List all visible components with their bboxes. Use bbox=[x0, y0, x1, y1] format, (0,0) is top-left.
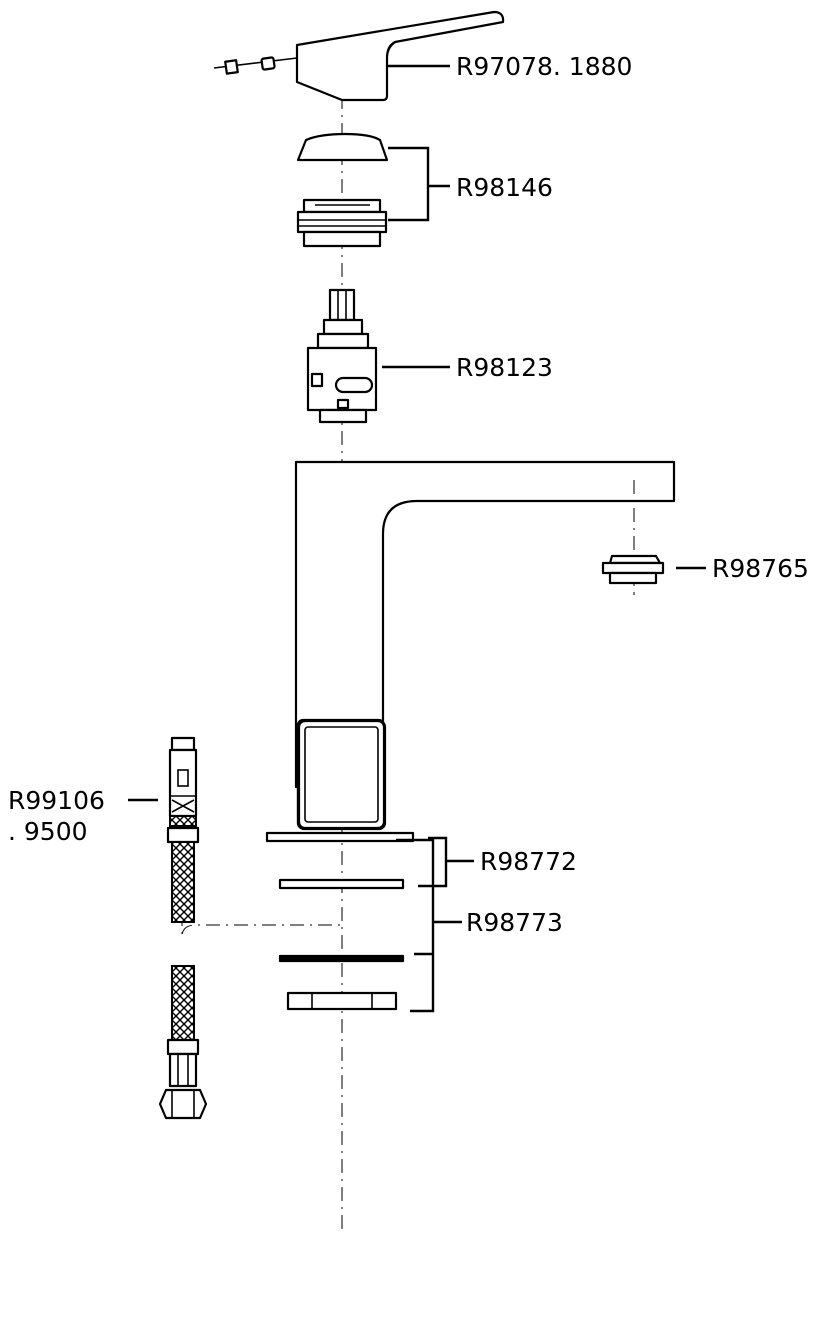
handle-part bbox=[213, 10, 505, 102]
label-handle: R97078. 1880 bbox=[456, 52, 632, 81]
supply-hose-part bbox=[181, 744, 342, 938]
leader-mounting-kit bbox=[396, 838, 462, 1013]
label-aerator: R98765 bbox=[712, 554, 809, 583]
label-hose-line2: . 9500 bbox=[8, 817, 88, 846]
cartridge-cover-part bbox=[296, 132, 389, 248]
label-cartridge: R98123 bbox=[456, 353, 553, 382]
label-cartridge-cover: R98146 bbox=[456, 173, 553, 202]
label-mounting-kit: R98773 bbox=[466, 908, 563, 937]
leader-lines bbox=[128, 64, 706, 1013]
hose-fitting-top bbox=[166, 736, 200, 923]
sleeve-inner bbox=[304, 726, 379, 823]
lock-nut bbox=[286, 991, 398, 1011]
sleeve-shown bbox=[297, 719, 386, 830]
washer bbox=[278, 954, 405, 963]
leader-cartridge-cover bbox=[388, 146, 450, 222]
cartridge-part bbox=[306, 288, 378, 424]
label-gaskets: R98772 bbox=[480, 847, 577, 876]
gasket-parts bbox=[265, 831, 415, 890]
hose-lower-section bbox=[158, 965, 208, 1120]
hose-routing-axis bbox=[181, 744, 342, 938]
label-hose-line1: R99106 bbox=[8, 786, 105, 815]
aerator-part bbox=[601, 554, 665, 585]
leader-gaskets bbox=[418, 836, 474, 888]
